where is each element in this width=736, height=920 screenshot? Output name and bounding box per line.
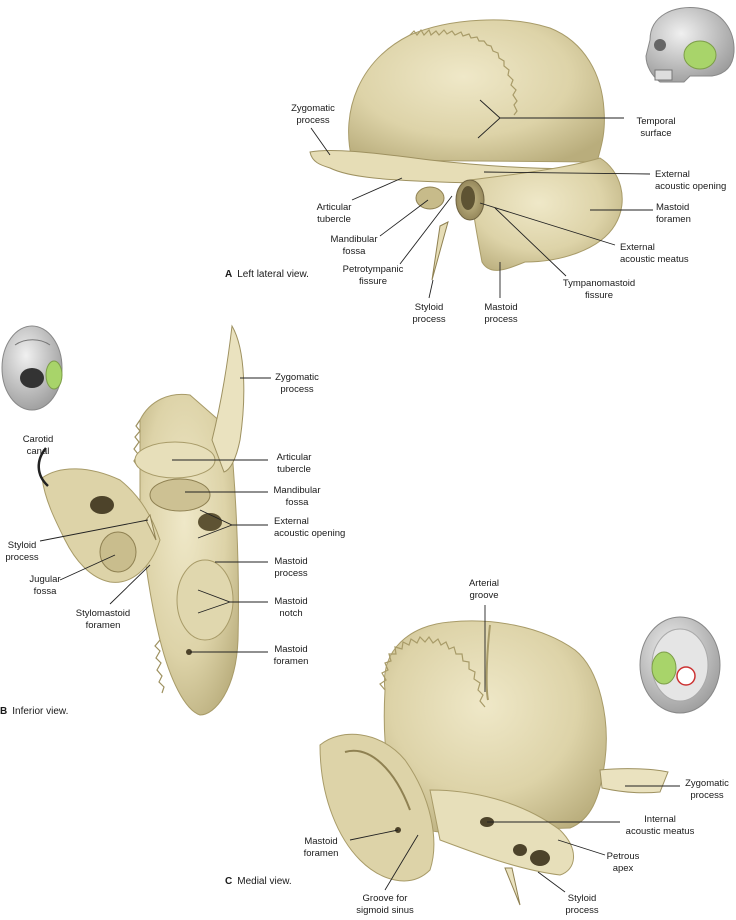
mandibular-fossa-b bbox=[149, 478, 211, 512]
skull-interior-icon bbox=[639, 616, 721, 714]
arterial-groove bbox=[485, 624, 491, 701]
skull-inferior-icon bbox=[1, 325, 63, 411]
skull-lateral-icon bbox=[645, 6, 735, 83]
view-a-bone bbox=[309, 19, 623, 281]
sigmoid-region-c bbox=[319, 733, 435, 882]
mastoid-region bbox=[469, 157, 623, 271]
squamous-part bbox=[348, 19, 605, 163]
leader-lines bbox=[39, 99, 680, 893]
carotid-canal-b bbox=[90, 496, 114, 514]
external-acoustic-opening-b bbox=[198, 513, 222, 531]
view-c-bone bbox=[319, 620, 669, 906]
squamous-serrated-edge bbox=[409, 28, 518, 116]
zygomatic-process-c bbox=[599, 768, 669, 794]
view-b-bone bbox=[37, 324, 245, 716]
mastoid-process-b bbox=[176, 559, 234, 641]
zygomatic-process-b bbox=[211, 324, 245, 473]
jugular-fossa-b bbox=[99, 531, 137, 573]
styloid-process-a bbox=[431, 221, 449, 281]
